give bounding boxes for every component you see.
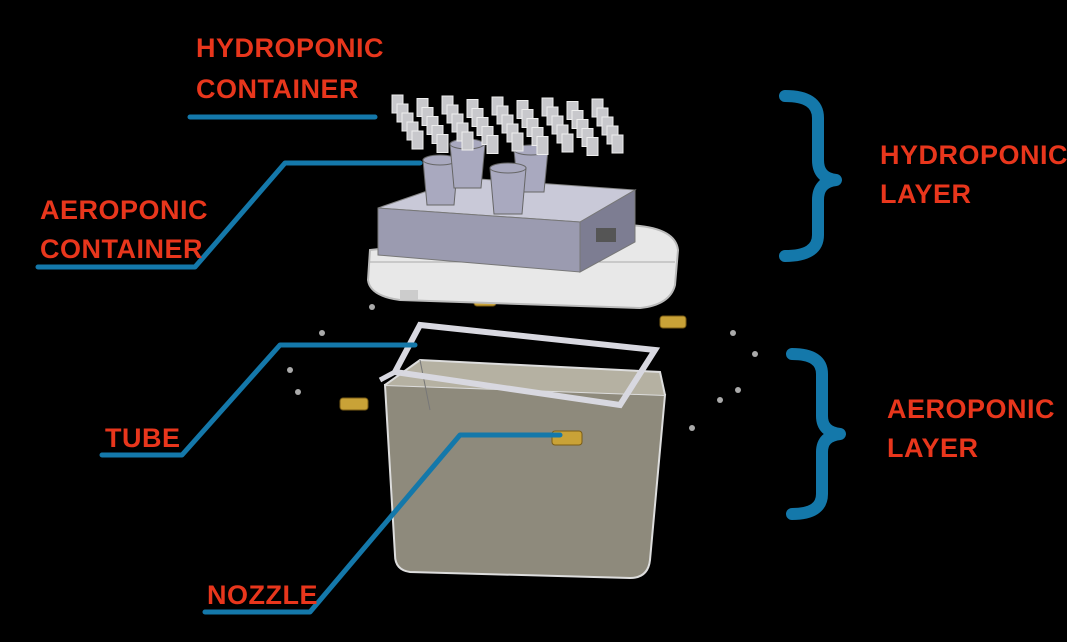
label-hydroponic-container: HYDROPONIC CONTAINER [196,33,392,104]
small-cup [486,135,499,154]
label-line: HYDROPONIC [880,140,1067,170]
leader-aeroponic-container [35,160,423,270]
hydroponic-layer-brace [779,90,842,262]
aeroponic-reservoir [383,358,667,580]
label-line: HYDROPONIC [196,33,384,63]
small-cup [611,134,624,154]
label-line: CONTAINER [40,234,203,264]
small-cup [561,133,574,153]
tube-frame [378,321,661,409]
label-line: AEROPONIC [887,394,1055,424]
small-cup [411,130,424,150]
small-cup [461,131,474,151]
label-aeroponic-container: AEROPONIC CONTAINER [40,195,216,264]
label-nozzle: NOZZLE [207,580,318,610]
screws [287,304,758,431]
leader-nozzle [202,432,563,615]
small-cup [511,132,524,152]
label-line: CONTAINER [196,74,359,104]
label-line: AEROPONIC [40,195,208,225]
label-tube: TUBE [105,423,181,453]
small-cup [536,136,549,155]
label-aeroponic-layer: AEROPONIC LAYER [887,394,1063,463]
aeroponic-layer-brace [786,348,846,520]
label-line: LAYER [880,179,972,209]
label-line: LAYER [887,433,979,463]
small-cup [586,137,599,156]
label-hydroponic-layer: HYDROPONIC LAYER [880,140,1067,209]
leader-tube [99,342,418,458]
hydroponic-cups [391,94,624,156]
small-cup [436,134,449,153]
aeroponic-cups [422,138,549,215]
